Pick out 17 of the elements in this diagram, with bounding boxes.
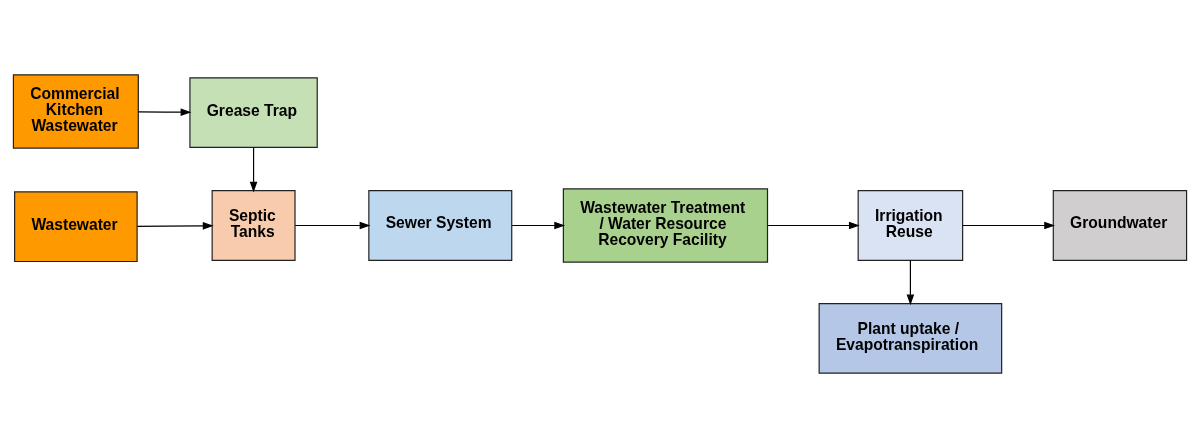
node-box: Sewer System (368, 190, 513, 261)
node-box: Wastewater (14, 191, 138, 263)
arrow (249, 147, 258, 193)
node-box: Septic Tanks (211, 190, 296, 261)
arrow (906, 259, 915, 306)
node-box: Plant uptake / Evapotranspiration (818, 302, 1003, 374)
arrow (511, 221, 566, 230)
arrow (137, 108, 192, 116)
arrow (962, 221, 1056, 230)
node-box: Commercial Kitchen Wastewater (12, 74, 139, 149)
arrow (136, 222, 214, 230)
node-box: Irrigation Reuse (857, 190, 964, 261)
arrow (767, 221, 860, 230)
arrow (294, 221, 371, 230)
node-box: Groundwater (1052, 190, 1188, 261)
node-box: Wastewater Treatment / Water Resource Recovery Facility (562, 188, 769, 263)
node-box: Grease Trap (189, 77, 318, 149)
